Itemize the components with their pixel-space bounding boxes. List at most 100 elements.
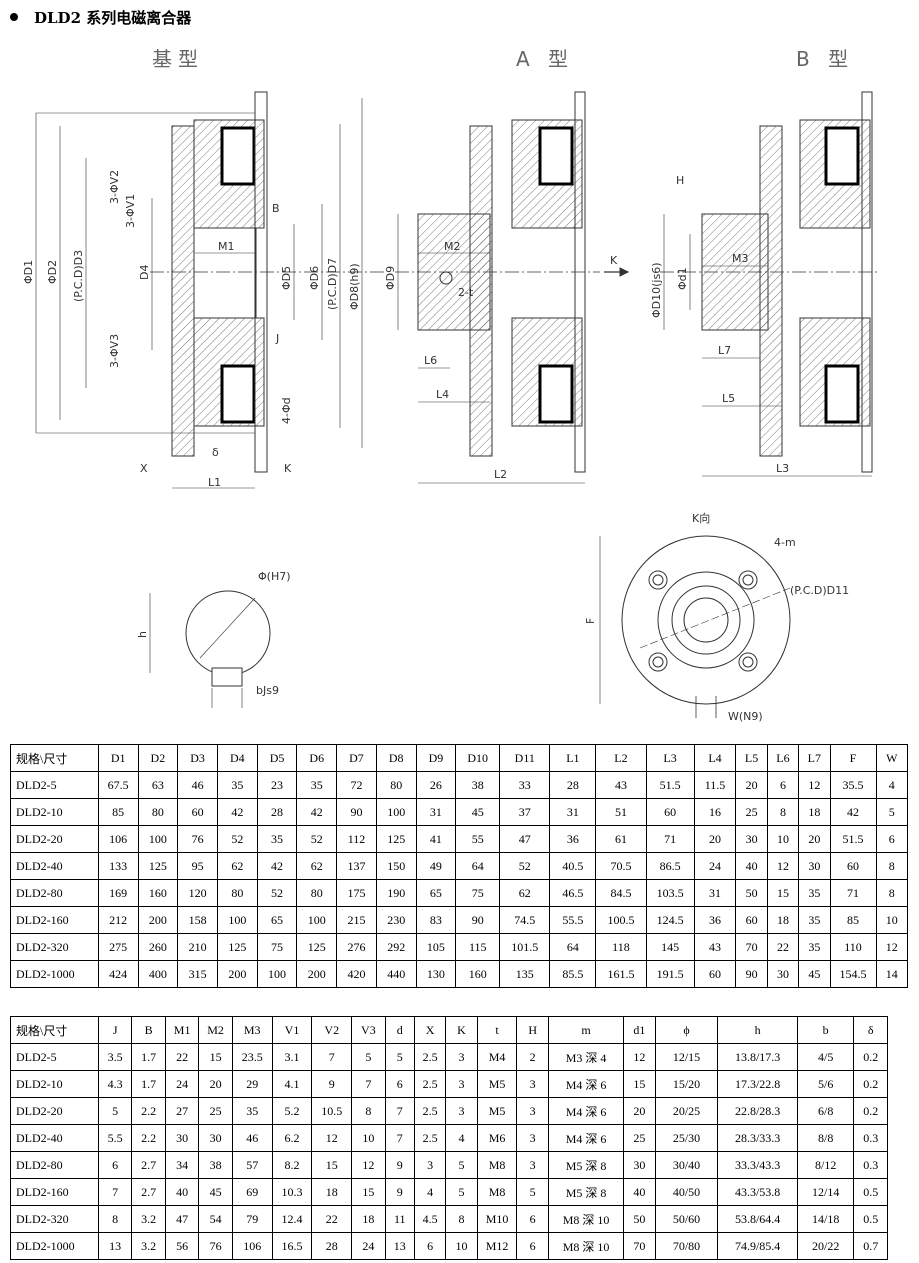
value-cell: 43 [595, 771, 647, 799]
value-cell: 7 [311, 1043, 353, 1071]
coil-bottom [824, 364, 860, 424]
value-cell: 100 [137, 825, 179, 853]
model-cell: DLD2-1000 [10, 1232, 99, 1260]
value-cell: 15 [766, 879, 800, 907]
value-cell: 4 [875, 771, 908, 799]
value-cell: 64 [549, 933, 597, 961]
value-cell: 0.5 [853, 1178, 888, 1206]
value-cell: 60 [177, 798, 218, 826]
value-cell: 12/14 [796, 1178, 855, 1206]
value-cell: 27 [164, 1097, 200, 1125]
value-cell: 47 [164, 1205, 200, 1233]
value-cell: 3 [516, 1070, 549, 1098]
value-cell: 0.5 [853, 1205, 888, 1233]
value-cell: 46 [231, 1124, 273, 1152]
value-cell: M4 [476, 1043, 518, 1071]
value-cell: 85.5 [549, 960, 597, 988]
header-cell: M3 [231, 1016, 273, 1044]
header-cell: D7 [336, 744, 377, 772]
value-cell: 62 [296, 852, 338, 880]
value-cell: 4.1 [271, 1070, 313, 1098]
value-cell: 49 [415, 852, 457, 880]
model-cell: DLD2-20 [10, 1097, 99, 1125]
coil-bottom [220, 364, 256, 424]
header-cell: M2 [198, 1016, 233, 1044]
value-cell: 5.2 [271, 1097, 313, 1125]
value-cell: 3 [413, 1151, 447, 1179]
value-cell: 2.2 [131, 1097, 166, 1125]
value-cell: 169 [97, 879, 139, 907]
value-cell: 42 [256, 852, 298, 880]
value-cell: 90 [336, 798, 377, 826]
value-cell: 15 [198, 1043, 233, 1071]
value-cell: 100 [216, 906, 258, 934]
value-cell: 8 [875, 879, 908, 907]
header-cell: D1 [97, 744, 139, 772]
value-cell: 20/25 [654, 1097, 719, 1125]
value-cell: 36 [549, 825, 597, 853]
value-cell: 18 [311, 1178, 353, 1206]
value-cell: 8 [766, 798, 800, 826]
dim-D7: (P.C.D)D7 [326, 258, 339, 310]
value-cell: 14 [875, 960, 908, 988]
value-cell: 30 [198, 1124, 233, 1152]
dim-K-arrow: K [610, 254, 618, 267]
dim-D5: ΦD5 [280, 266, 293, 290]
dim-L6: L6 [424, 354, 437, 367]
header-cell: K [445, 1016, 478, 1044]
value-cell: M5 [476, 1097, 518, 1125]
model-cell: DLD2-10 [10, 798, 99, 826]
value-cell: 154.5 [829, 960, 877, 988]
value-cell: 6 [97, 1151, 133, 1179]
value-cell: 125 [137, 852, 179, 880]
coil-bottom [538, 364, 574, 424]
dim-4d: 4-Φd [280, 397, 293, 424]
value-cell: 80 [375, 771, 417, 799]
value-cell: M3 深 4 [547, 1043, 625, 1071]
k-view-label: K向 [692, 511, 710, 525]
value-cell: 137 [336, 852, 377, 880]
type-label-a: A 型 [516, 47, 574, 71]
value-cell: 9 [384, 1178, 415, 1206]
model-cell: DLD2-160 [10, 906, 99, 934]
value-cell: 125 [296, 933, 338, 961]
value-cell: 40/50 [654, 1178, 719, 1206]
dim-B: B [272, 202, 280, 215]
value-cell: 52 [296, 825, 338, 853]
value-cell: 158 [177, 906, 218, 934]
value-cell: 11.5 [693, 771, 737, 799]
value-cell: 230 [375, 906, 417, 934]
value-cell: 3.5 [97, 1043, 133, 1071]
value-cell: 150 [375, 852, 417, 880]
value-cell: 106 [97, 825, 139, 853]
value-cell: 6 [384, 1070, 415, 1098]
header-cell: D4 [216, 744, 258, 772]
value-cell: 63 [137, 771, 179, 799]
value-cell: 20 [623, 1097, 656, 1125]
value-cell: 25 [198, 1097, 233, 1125]
value-cell: 16 [693, 798, 737, 826]
value-cell: 10 [445, 1232, 478, 1260]
value-cell: 95 [177, 852, 218, 880]
value-cell: 0.2 [853, 1043, 888, 1071]
value-cell: 3 [445, 1097, 478, 1125]
value-cell: 51.5 [829, 825, 877, 853]
value-cell: 440 [375, 960, 417, 988]
value-cell: 292 [375, 933, 417, 961]
value-cell: 118 [595, 933, 647, 961]
header-cell: V3 [351, 1016, 386, 1044]
dim-L7: L7 [718, 344, 731, 357]
value-cell: 74.9/85.4 [717, 1232, 798, 1260]
value-cell: 64 [455, 852, 501, 880]
value-cell: 35 [798, 906, 831, 934]
value-cell: 31 [693, 879, 737, 907]
header-cell: W [875, 744, 908, 772]
value-cell: 12 [311, 1124, 353, 1152]
value-cell: 76 [177, 825, 218, 853]
value-cell: M5 深 8 [547, 1178, 625, 1206]
value-cell: 4 [445, 1124, 478, 1152]
value-cell: 210 [177, 933, 218, 961]
